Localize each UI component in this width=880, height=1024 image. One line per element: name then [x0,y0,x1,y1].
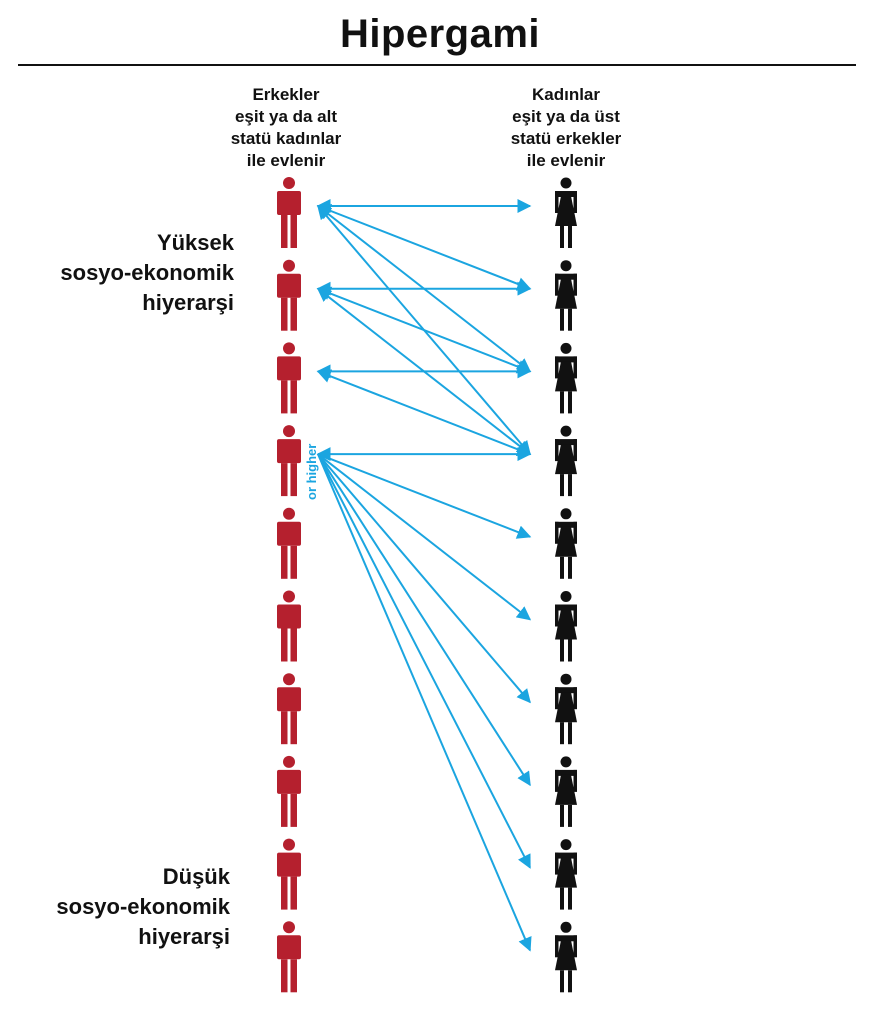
woman-figure-icon [555,591,577,662]
low-hierarchy-label: Düşük sosyo-ekonomik hiyerarşi [0,862,230,952]
woman-figure-icon [555,756,577,827]
men-heading-line: ile evlenir [246,151,326,170]
men-column-heading: Erkekler eşit ya da alt statü kadınlar i… [186,84,386,172]
woman-figure-icon [555,921,577,993]
high-label-line: hiyerarşi [142,290,234,315]
connection-arrow [317,453,532,539]
connection-arrow [316,204,532,291]
page-title: Hipergami [339,12,541,56]
women-column [555,177,577,993]
women-heading-line: statü erkekler [510,129,622,148]
connection-arrow [316,369,532,457]
title-divider [18,64,856,66]
low-label-line: hiyerarşi [138,924,230,949]
men-heading-line: Erkekler [252,85,320,104]
woman-figure-icon [555,839,577,910]
low-label-line: sosyo-ekonomik [56,894,230,919]
man-figure-icon [277,590,301,662]
high-hierarchy-label: Yüksek sosyo-ekonomik hiyerarşi [4,228,234,318]
connection-arrow [317,453,531,869]
man-figure-icon [277,673,301,745]
woman-figure-icon [555,260,577,331]
women-heading-line: Kadınlar [531,85,601,104]
man-figure-icon [277,177,301,248]
man-figure-icon [277,425,301,497]
men-heading-line: eşit ya da alt [234,107,338,126]
men-column [277,177,301,993]
man-figure-icon [277,755,301,827]
connection-arrow [317,453,532,621]
connection-arrow [317,453,531,704]
connection-arrow [316,286,532,374]
man-figure-icon [277,259,301,331]
woman-figure-icon [555,342,577,414]
man-figure-icon [277,838,301,910]
arrow-group [316,199,532,952]
women-heading-line: ile evlenir [526,151,606,170]
man-figure-icon [277,342,301,414]
woman-figure-icon [555,425,577,497]
high-label-line: sosyo-ekonomik [60,260,234,285]
women-column-heading: Kadınlar eşit ya da üst statü erkekler i… [466,84,666,172]
woman-figure-icon [555,508,577,579]
connection-arrow [317,453,532,952]
man-figure-icon [277,921,301,993]
men-heading-line: statü kadınlar [230,129,342,148]
women-heading-line: eşit ya da üst [512,107,620,126]
connection-arrow [317,453,531,787]
woman-figure-icon [555,177,577,248]
low-label-line: Düşük [162,864,230,889]
woman-figure-icon [555,673,577,745]
man-figure-icon [277,507,301,579]
high-label-line: Yüksek [156,230,234,255]
or-higher-note: or higher [304,444,319,500]
